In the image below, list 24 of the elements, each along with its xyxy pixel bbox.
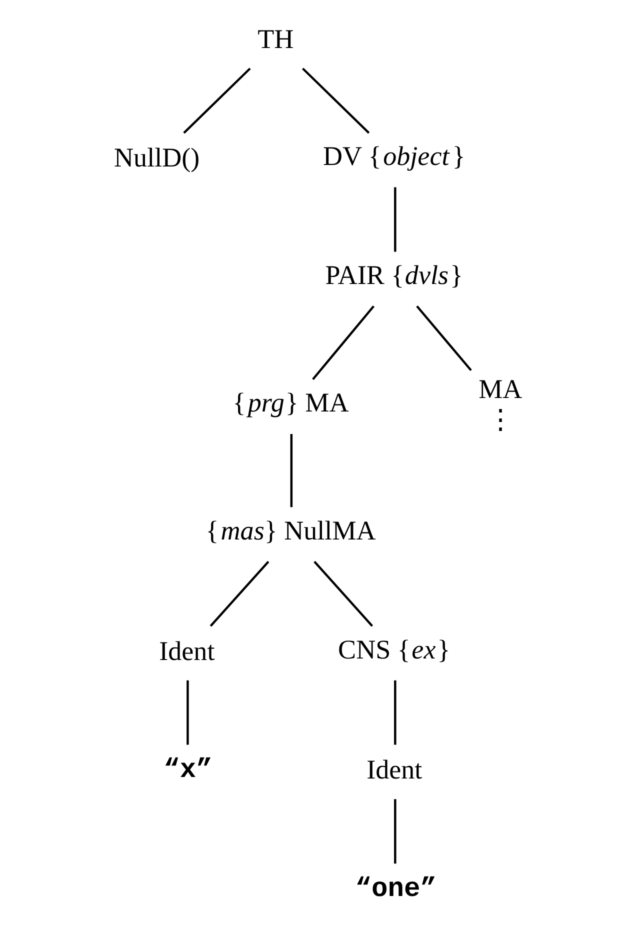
node-text: NullD() bbox=[114, 142, 200, 173]
node-text: “one” bbox=[354, 874, 436, 905]
connector bbox=[290, 434, 292, 508]
node-text: MA bbox=[478, 374, 522, 404]
node-label: ⋮ bbox=[486, 404, 514, 434]
node-text: {mas} NullMA bbox=[205, 516, 376, 546]
node-text: “x” bbox=[163, 755, 212, 786]
connector bbox=[182, 68, 250, 134]
connector bbox=[313, 560, 373, 627]
connector bbox=[394, 680, 396, 745]
connector bbox=[186, 680, 188, 745]
connector bbox=[209, 560, 269, 627]
node-text: CNS {ex} bbox=[338, 634, 450, 664]
node-text: Ident bbox=[366, 754, 422, 785]
node-text: TH bbox=[257, 24, 294, 54]
connector bbox=[394, 187, 396, 252]
connector bbox=[301, 68, 370, 134]
connector bbox=[312, 305, 374, 380]
node-text: DV {object} bbox=[322, 141, 465, 172]
node-text: PAIR {dvls} bbox=[324, 260, 463, 290]
node-text: {prg} MA bbox=[232, 388, 348, 418]
connector bbox=[416, 305, 472, 372]
node-text: Ident bbox=[158, 636, 214, 666]
connector bbox=[394, 799, 396, 864]
